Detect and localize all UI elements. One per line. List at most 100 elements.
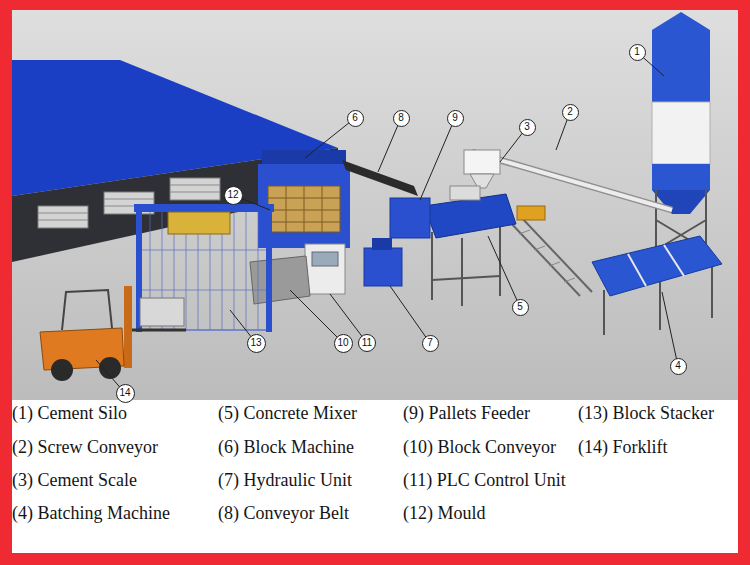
- callout-text: 14: [119, 388, 130, 398]
- concrete-mixer: [432, 226, 500, 306]
- part-name: (5) Concrete Mixer: [218, 403, 357, 425]
- block-stacker: [138, 212, 270, 330]
- warehouse: [170, 185, 220, 186]
- part-name: (6) Block Machine: [218, 437, 354, 459]
- block-stacker: [138, 250, 270, 251]
- forklift: [51, 359, 73, 381]
- cement-silo: [652, 12, 710, 266]
- batching-machine: [628, 245, 684, 286]
- cement-scale: [464, 150, 500, 174]
- plc-cabinet: [305, 244, 345, 294]
- part-name: (12) Mould: [403, 503, 486, 525]
- leader-line: [420, 118, 455, 200]
- forklift: [62, 290, 112, 330]
- callout-number: 1: [629, 44, 646, 61]
- callout-text: 12: [227, 190, 238, 200]
- warehouse: [170, 178, 220, 200]
- callout-number: 9: [447, 110, 464, 127]
- part-name: (14) Forklift: [578, 437, 668, 459]
- inclined-belt: [519, 230, 530, 234]
- callout-number: 8: [393, 110, 410, 127]
- callout-text: 11: [362, 338, 372, 348]
- leader-line: [96, 52, 678, 393]
- block-stacker: [168, 212, 230, 234]
- cement-silo: [652, 190, 710, 214]
- forklift: [40, 286, 186, 381]
- part-name: (11) PLC Control Unit: [403, 470, 566, 492]
- part-name: (10) Block Conveyor: [403, 437, 556, 459]
- callout-text: 8: [398, 113, 404, 123]
- frame: [12, 10, 738, 553]
- forklift: [62, 290, 112, 330]
- inclined-belt: [508, 220, 580, 296]
- callout-number: 4: [670, 358, 687, 375]
- block-machine: [322, 186, 323, 232]
- block-stacker: [234, 212, 235, 330]
- warehouse: [104, 199, 154, 200]
- part-name: (7) Hydraulic Unit: [218, 470, 352, 492]
- warehouse: [170, 192, 220, 193]
- block-machine: [268, 186, 340, 232]
- callout-number: 3: [519, 119, 536, 136]
- leader-line: [290, 290, 343, 343]
- warehouse: [38, 220, 88, 221]
- cement-silo: [652, 102, 710, 164]
- leader-line: [488, 236, 520, 307]
- part-name: (3) Cement Scale: [12, 470, 137, 492]
- callout-text: 2: [567, 107, 573, 117]
- callout-text: 3: [524, 122, 530, 132]
- inclined-belt: [517, 206, 545, 220]
- callout-text: 10: [337, 338, 348, 348]
- hydraulic-unit: [364, 248, 402, 286]
- part-name: (9) Pallets Feeder: [403, 403, 530, 425]
- batching-machine: [711, 262, 713, 318]
- forklift: [130, 329, 186, 332]
- block-stacker: [134, 204, 274, 212]
- block-stacker: [266, 212, 272, 332]
- callout-text: 1: [634, 47, 640, 57]
- forklift: [140, 298, 184, 326]
- block-stacker: [138, 290, 270, 291]
- frame: [12, 10, 738, 400]
- plc-cabinet: [305, 244, 345, 294]
- part-name: (2) Screw Conveyor: [12, 437, 158, 459]
- concrete-mixer: [450, 186, 480, 200]
- callout-number: 11: [358, 334, 376, 352]
- block-machine: [286, 186, 287, 232]
- cement-silo: [652, 12, 710, 30]
- batching-machine: [664, 245, 684, 276]
- batching-machine: [659, 278, 661, 330]
- callout-number: 14: [116, 384, 135, 403]
- concrete-mixer: [431, 232, 433, 300]
- callout-number: 7: [422, 335, 439, 352]
- part-name: (4) Batching Machine: [12, 503, 170, 525]
- block-machine: [304, 186, 305, 232]
- callout-number: 10: [334, 334, 353, 353]
- callout-text: 13: [250, 338, 261, 348]
- concrete-mixer: [461, 238, 463, 306]
- callout-number: 13: [247, 334, 266, 353]
- hydraulic-unit: [364, 238, 402, 286]
- inclined-belt: [534, 246, 545, 250]
- batching-machine: [592, 236, 722, 296]
- warehouse: [38, 206, 88, 228]
- inclined-belt: [520, 216, 592, 292]
- inclined-belt: [519, 230, 575, 282]
- block-machine: [262, 150, 346, 166]
- concrete-mixer: [432, 276, 500, 280]
- cement-silo: [652, 164, 710, 190]
- block-stacker: [134, 204, 274, 332]
- cement-scale: [464, 150, 500, 188]
- callout-text: 5: [517, 302, 523, 312]
- callout-text: 4: [675, 361, 681, 371]
- inclined-belt: [508, 206, 592, 296]
- leader-line: [305, 118, 355, 158]
- plc-cabinet: [312, 252, 338, 266]
- block-conveyor: [250, 256, 310, 304]
- hydraulic-unit: [372, 238, 392, 250]
- leader-line: [662, 292, 678, 366]
- batching-machine: [592, 236, 722, 335]
- block-stacker: [258, 212, 259, 330]
